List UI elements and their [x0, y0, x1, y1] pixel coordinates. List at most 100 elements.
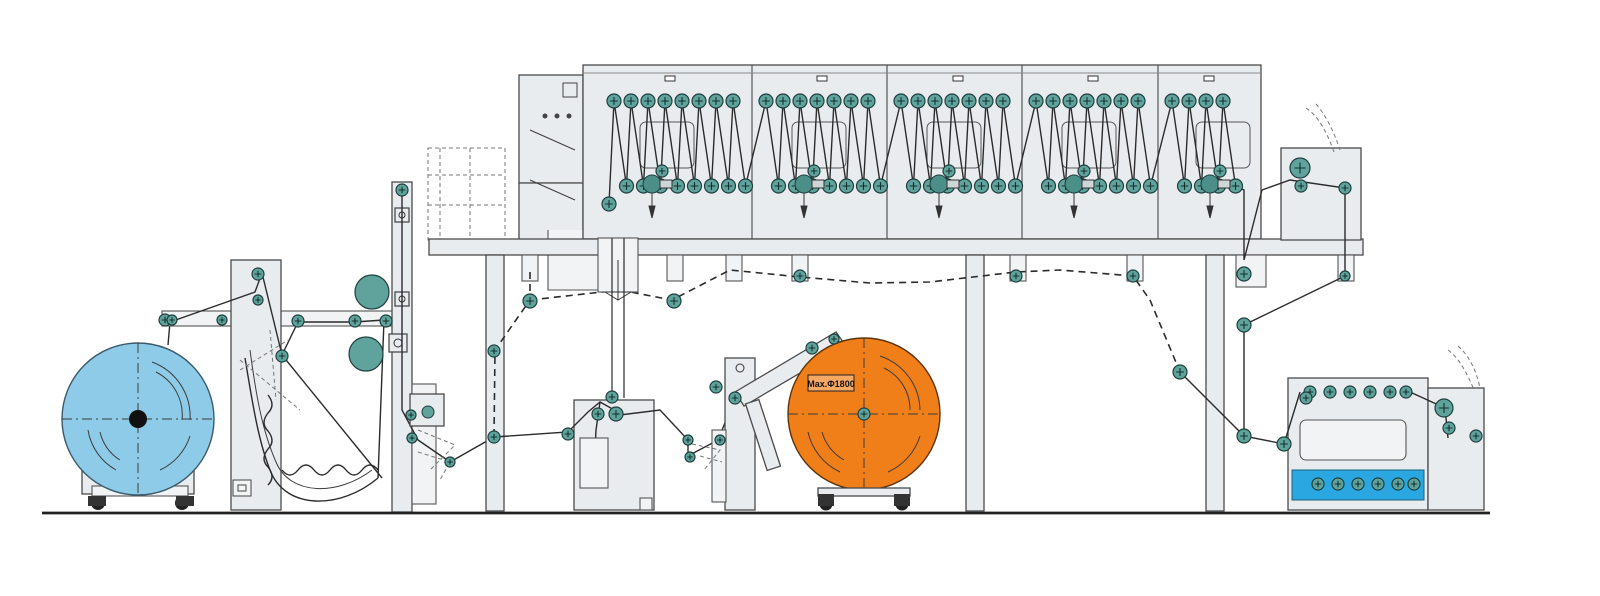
guide-roller-icon [860, 93, 876, 109]
guide-roller-icon [910, 93, 926, 109]
guide-roller-icon [1142, 178, 1159, 194]
guide-roller-icon [714, 434, 726, 446]
guide-roller-icon [275, 349, 289, 363]
guide-roller-icon [1091, 178, 1108, 194]
web-path-return [619, 269, 1181, 373]
guide-roller-icon [942, 164, 956, 178]
guide-roller-icon [1276, 436, 1292, 452]
guide-roller-icon [606, 93, 622, 109]
guide-roller-icon [893, 93, 909, 109]
drive-motor-icon [929, 174, 960, 219]
guide-roller-icon [995, 93, 1011, 109]
guide-roller-icon [1236, 317, 1252, 333]
guide-roller-icon [1028, 93, 1044, 109]
guide-roller-icon [1469, 429, 1483, 443]
guide-roller-icon [1215, 93, 1231, 109]
drive-motor-icon [1064, 174, 1095, 219]
guide-roller-icon [792, 93, 808, 109]
guide-roller-icon [1294, 179, 1308, 193]
guide-roller-icon [1164, 93, 1180, 109]
guide-roller-icon [1236, 266, 1252, 282]
drive-motor-icon [642, 174, 673, 219]
guide-roller-icon [1126, 269, 1140, 283]
guide-roller-icon [674, 93, 690, 109]
guide-roller-icon [1399, 385, 1413, 399]
guide-roller-icon [1383, 385, 1397, 399]
guide-roller-icon [737, 178, 754, 194]
guide-roller-icon [857, 407, 871, 421]
guide-roller-icon [1113, 93, 1129, 109]
unwind-section [61, 181, 495, 513]
guide-roller-icon [826, 93, 842, 109]
guide-roller-icon [1176, 178, 1193, 194]
guide-roller-icon [1108, 178, 1125, 194]
guide-roller-icon [1407, 477, 1421, 491]
guide-roller-icon [487, 344, 501, 358]
guide-roller-icon [684, 451, 696, 463]
guide-roller-icon [1198, 93, 1214, 109]
guide-roller-icon [807, 164, 821, 178]
guide-roller-icon [905, 178, 922, 194]
guide-roller-icon [1434, 398, 1454, 418]
guide-roller-icon [990, 178, 1007, 194]
guide-roller-icon [1391, 477, 1405, 491]
guide-roller-icon [166, 314, 178, 326]
guide-roller-icon [522, 293, 538, 309]
guide-roller-icon [623, 93, 639, 109]
guide-roller-icon [406, 432, 418, 444]
guide-roller-icon [395, 183, 409, 197]
guide-roller-icon [640, 93, 656, 109]
guide-roller-icon [775, 93, 791, 109]
guide-roller-icon [843, 93, 859, 109]
guide-roller-icon [1130, 93, 1146, 109]
guide-roller-icon [809, 93, 825, 109]
guide-roller-icon [618, 178, 635, 194]
roll-diameter-label: Max.Φ1800 [807, 379, 854, 389]
rewind-section: Max.Φ1800 [691, 331, 941, 511]
guide-roller-icon [251, 267, 265, 281]
guide-roller-icon [669, 178, 686, 194]
guide-roller-icon [927, 93, 943, 109]
guide-roller-icon [758, 93, 774, 109]
guide-roller-icon [691, 93, 707, 109]
guide-roller-icon [872, 178, 889, 194]
guide-roller-icon [1331, 477, 1345, 491]
guide-roller-icon [1371, 477, 1385, 491]
guide-roller-icon [1077, 164, 1091, 178]
guide-roller-icon [591, 407, 605, 421]
guide-roller-icon [978, 93, 994, 109]
exit-section [1179, 103, 1485, 511]
guide-roller-icon [291, 314, 305, 328]
guide-roller-icon [1343, 385, 1357, 399]
guide-roller-icon [444, 456, 456, 468]
guide-roller-icon [1363, 385, 1377, 399]
drive-motor-icon [794, 174, 825, 219]
guide-roller-icon [561, 427, 575, 441]
guide-roller-icon [608, 406, 624, 422]
guide-roller-icon [1289, 157, 1311, 179]
guide-roller-icon [961, 93, 977, 109]
guide-roller-icon [973, 178, 990, 194]
guide-roller-icon [601, 196, 617, 212]
guide-roller-icon [728, 391, 742, 405]
guide-roller-icon [725, 93, 741, 109]
guide-roller-icon [1040, 178, 1057, 194]
guide-roller-icon [1172, 364, 1188, 380]
guide-roller-icon [1009, 269, 1023, 283]
guide-roller-icon [709, 380, 723, 394]
guide-roller-icon [1236, 428, 1252, 444]
guide-roller-icon [379, 314, 393, 328]
guide-roller-icon [855, 178, 872, 194]
guide-roller-icon [1227, 178, 1244, 194]
guide-roller-icon [405, 409, 417, 421]
guide-roller-icon [944, 93, 960, 109]
guide-roller-icon [1323, 385, 1337, 399]
guide-rollers [158, 93, 1483, 491]
guide-roller-icon [348, 314, 362, 328]
guide-roller-icon [1311, 477, 1325, 491]
guide-roller-icon [216, 314, 228, 326]
guide-roller-icon [838, 178, 855, 194]
guide-roller-icon [708, 93, 724, 109]
guide-roller-icon [1096, 93, 1112, 109]
